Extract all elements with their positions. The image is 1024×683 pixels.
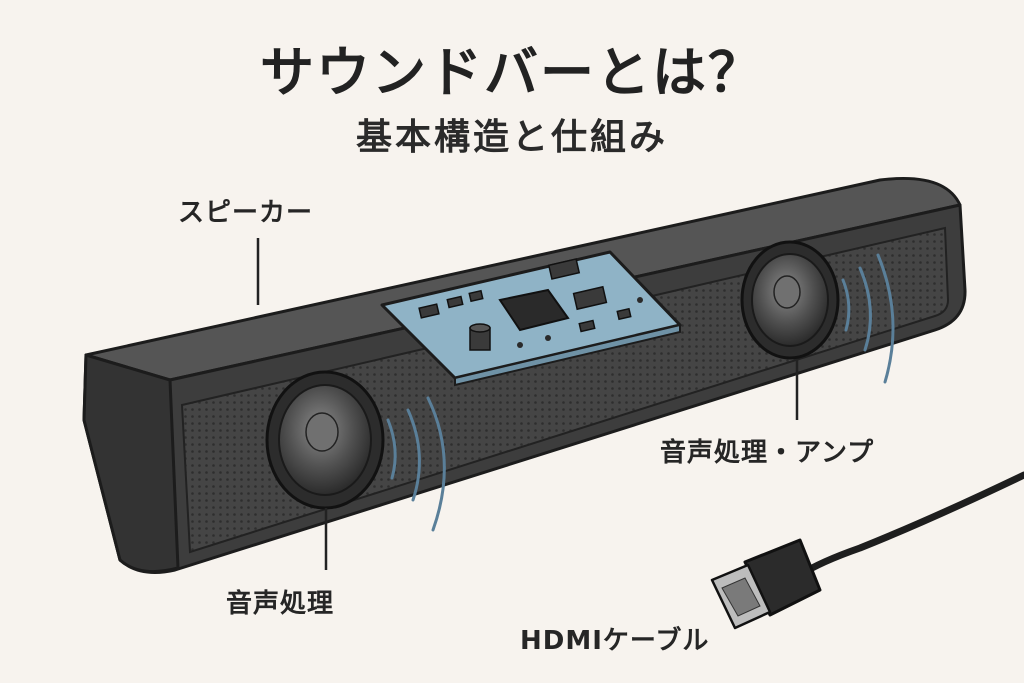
- left-sound-waves: [386, 396, 446, 532]
- label-audio-processing: 音声処理: [226, 589, 335, 619]
- capacitor: [469, 323, 491, 351]
- left-speaker-driver: [265, 370, 385, 510]
- circuit-board: [380, 250, 682, 387]
- diagram-subtitle: 基本構造と仕組み: [355, 117, 668, 158]
- processor-chip: [498, 288, 570, 332]
- diagram-title: サウンドバーとは？: [260, 41, 764, 104]
- right-sound-waves: [841, 253, 895, 384]
- right-speaker-driver: [740, 240, 840, 360]
- label-audio-amp: 音声処理・アンプ: [660, 438, 875, 468]
- hdmi-cable: [710, 471, 1024, 630]
- label-speaker: スピーカー: [178, 198, 314, 228]
- label-hdmi-cable: HDMIケーブル: [520, 626, 710, 656]
- soundbar-side-panel: [82, 353, 180, 574]
